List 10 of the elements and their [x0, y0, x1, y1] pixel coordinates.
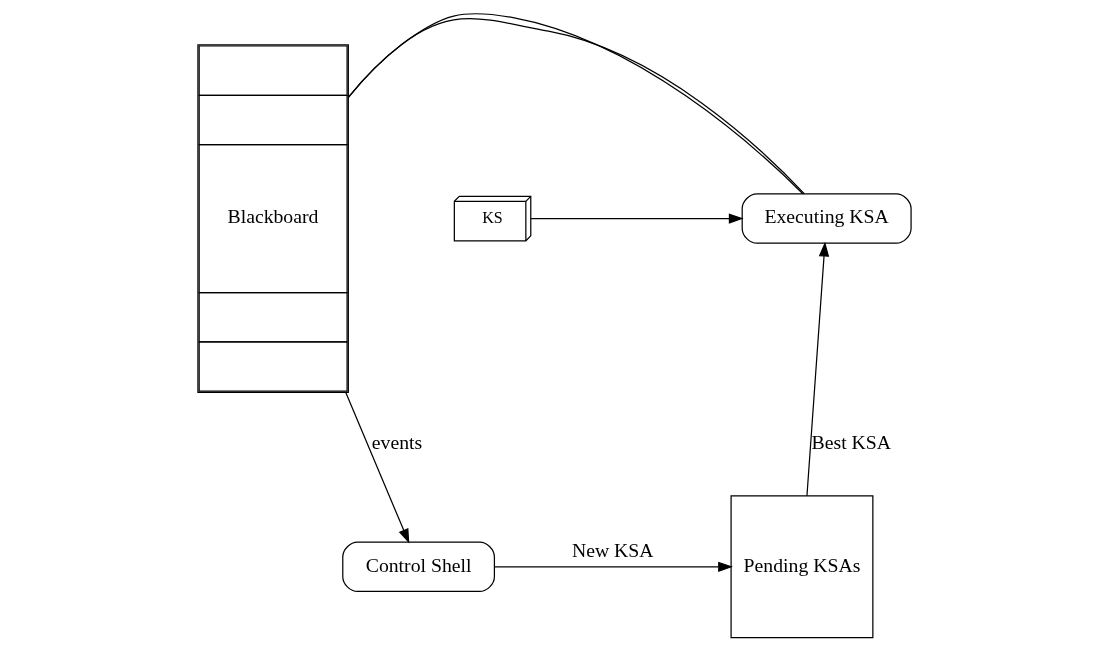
node-box: Pending KSAs	[729, 495, 873, 639]
arrow	[529, 213, 744, 224]
edge-label: Best KSA	[811, 430, 891, 453]
arrow	[493, 561, 733, 572]
arrow	[344, 392, 409, 544]
edge-label: events	[371, 430, 422, 453]
arrow	[805, 241, 829, 497]
node-box: Control Shell	[341, 541, 495, 593]
node-box: Executing KSA	[741, 193, 912, 244]
edge-label: New KSA	[571, 538, 654, 561]
